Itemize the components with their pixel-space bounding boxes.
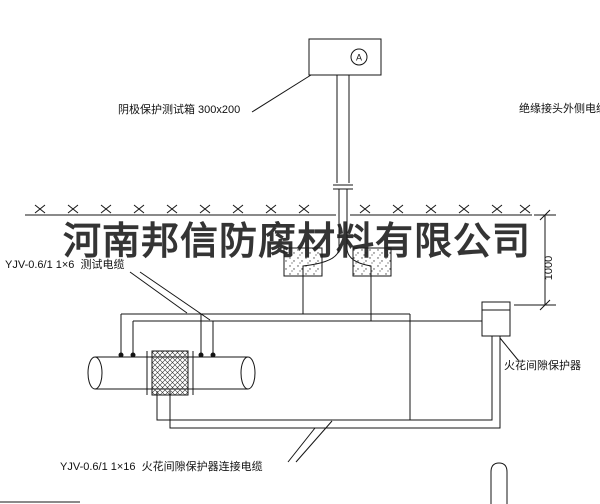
cable-lug — [118, 352, 124, 358]
spark-gap-cable-label: YJV-0.6/1 1×16 火花间隙保护器连接电缆 — [60, 461, 263, 473]
company-watermark: 河南邦信防腐材料有限公司 — [63, 221, 532, 263]
leader-test-cable-2 — [139, 271, 211, 321]
ammeter-symbol: A — [356, 53, 362, 63]
pipe-clamp-symbol — [490, 462, 508, 504]
spark-gap-cable-lines — [156, 336, 501, 429]
leader-spark-cable-2 — [295, 420, 333, 463]
test-cable-label: YJV-0.6/1 1×6 测试电缆 — [5, 259, 125, 271]
leader-lines — [129, 74, 519, 463]
leader-test-box — [251, 74, 312, 113]
conduit-riser — [333, 75, 353, 248]
spark-gap-protector — [481, 301, 511, 337]
insulated-joint-cable-label: 绝缘接头外侧电缆 — [519, 103, 600, 115]
dimension-text: 1000 — [543, 256, 555, 280]
spark-gap-protector-label: 火花间隙保护器 — [504, 360, 581, 372]
pipe-end-right — [240, 356, 256, 390]
ammeter-circle — [350, 48, 368, 66]
leader-test-cable-1 — [129, 271, 188, 314]
test-box: A — [308, 38, 382, 76]
flange-lines — [146, 351, 194, 395]
test-cable-lines — [120, 247, 482, 420]
pipe-end-left — [87, 356, 103, 390]
leader-spark-gap — [499, 337, 519, 361]
leader-spark-cable-1 — [287, 427, 316, 463]
test-box-label: 阴极保护测试箱 300x200 — [118, 104, 241, 116]
insulating-joint — [151, 350, 189, 396]
ground-line — [25, 204, 532, 216]
cable-lug — [210, 352, 216, 358]
cable-lug — [130, 352, 136, 358]
dimension-1000: 1000 — [514, 209, 556, 311]
pipeline — [87, 350, 256, 396]
cable-lug — [198, 352, 204, 358]
